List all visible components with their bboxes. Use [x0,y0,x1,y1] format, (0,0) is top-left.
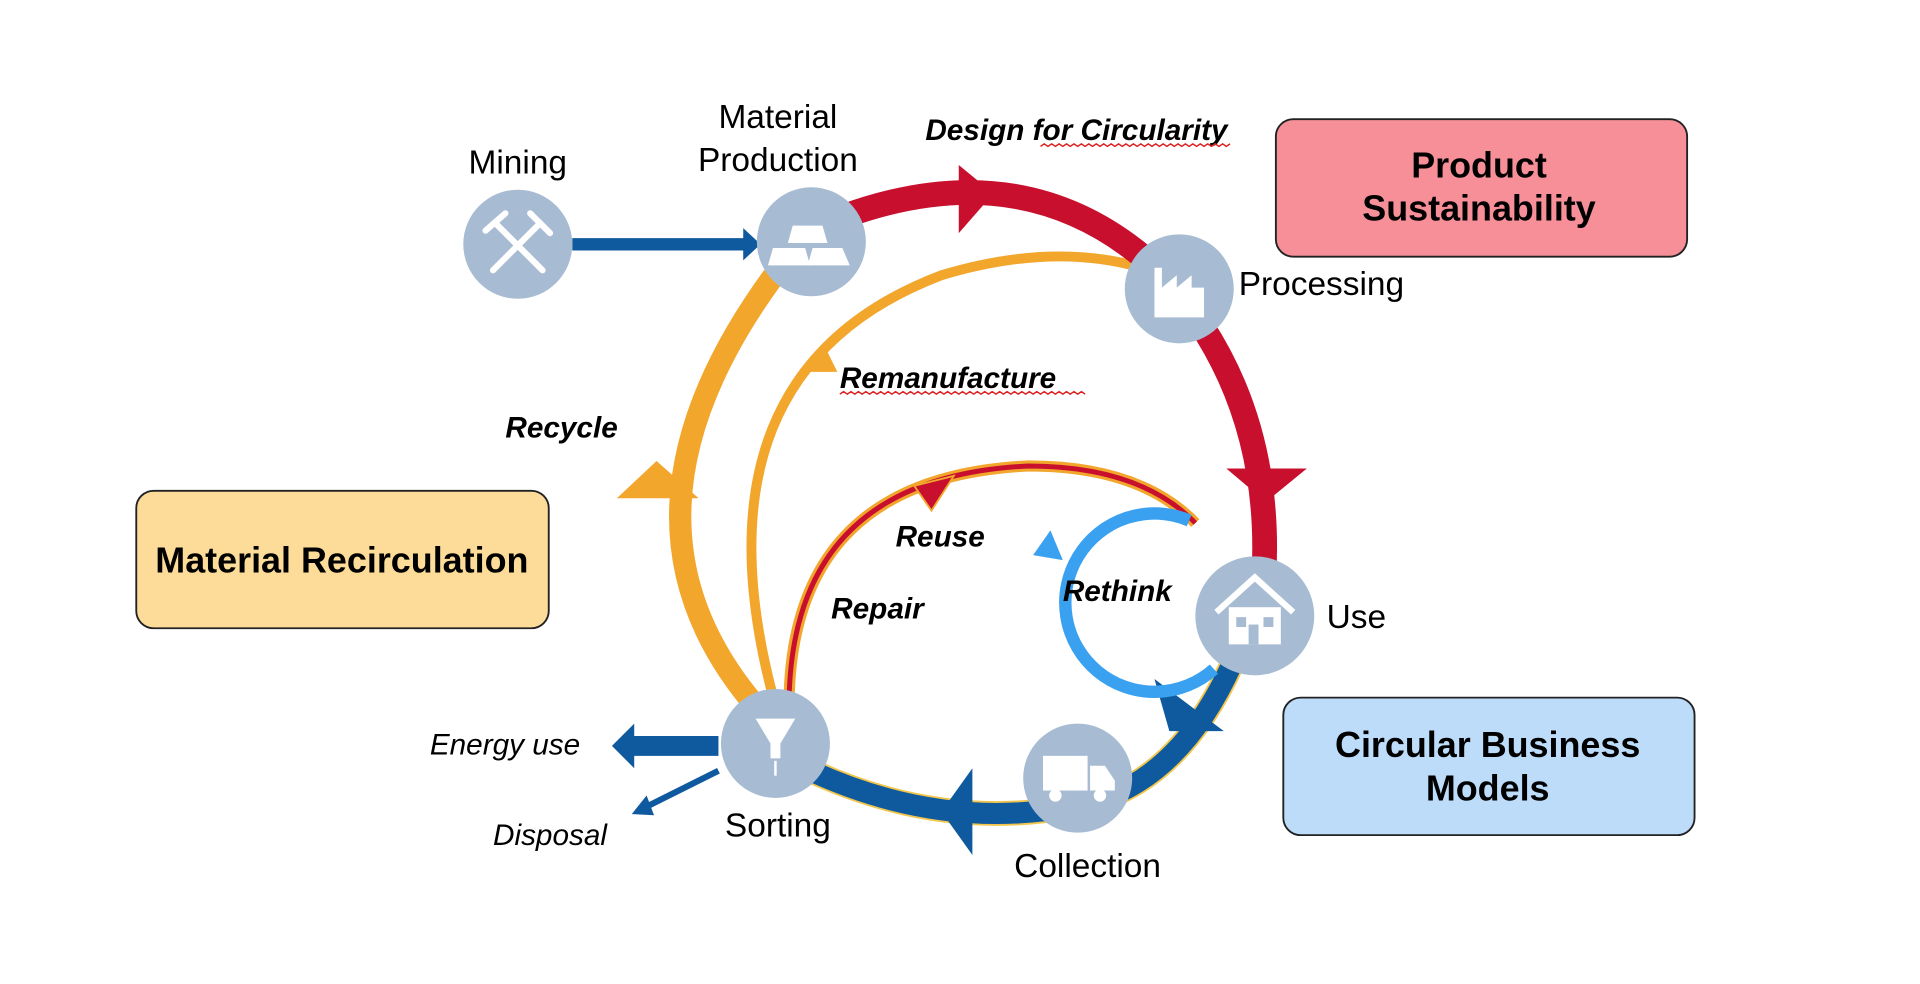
spellcheck-underlines [839,143,1231,396]
gold-bars-icon [768,225,850,266]
circular-business-models-box: Circular Business Models [1282,696,1696,837]
disposal-label: Disposal [493,819,608,852]
product-sustainability-box: Product Sustainability [1274,118,1689,258]
sorting-label: Sorting [725,807,831,844]
reuse-label: Reuse [896,521,985,554]
collection-label: Collection [1014,848,1161,885]
rethink-label: Rethink [1063,575,1173,608]
box-line-1: Circular Business [1335,724,1640,765]
use-arrowhead [1226,468,1307,502]
collection-arrowhead [941,768,973,855]
energy-use-arrowhead [611,723,635,769]
factory-icon [1154,267,1205,318]
mining-arrowhead [743,228,761,261]
design-for-circularity-label: Design for Circularity [925,114,1229,147]
reuse-arrowhead [912,474,956,513]
recycle-arrowhead [616,461,699,499]
use-label: Use [1327,599,1386,636]
rethink-arrowhead [1033,530,1063,561]
mining-label: Mining [469,145,568,182]
collection-node [1023,723,1133,833]
processing-label: Processing [1239,266,1404,303]
sorting-node [720,688,830,798]
rethink-loop [1059,507,1219,698]
disposal-arrow [642,767,720,811]
box-line-2: Models [1426,767,1550,808]
funnel-icon [755,718,796,776]
box-text: Material Recirculation [155,540,528,581]
material-recirculation-box: Material Recirculation [135,489,550,630]
house-icon [1214,573,1296,645]
pickaxe-hammer-icon [482,210,554,274]
material-production-label-2: Production [698,142,858,179]
truck-icon [1042,755,1115,802]
reuse-repair-arc [786,463,1198,701]
mining-node [463,189,573,299]
material-production-label-1: Material [718,99,837,136]
use-node [1195,556,1315,676]
box-line-1: Product [1411,144,1547,185]
recycle-arc [669,268,784,717]
recycle-label: Recycle [505,411,617,444]
remanufacture-arrowhead [805,344,838,372]
box-line-2: Sustainability [1362,188,1595,229]
material-production-node [756,187,866,297]
design-arrowhead [958,164,994,234]
remanufacture-label: Remanufacture [840,362,1056,395]
energy-use-label: Energy use [430,729,580,762]
repair-label: Repair [831,592,925,625]
processing-node [1124,234,1234,344]
remanufacture-arc [746,251,1144,698]
disposal-arrowhead [631,795,655,816]
